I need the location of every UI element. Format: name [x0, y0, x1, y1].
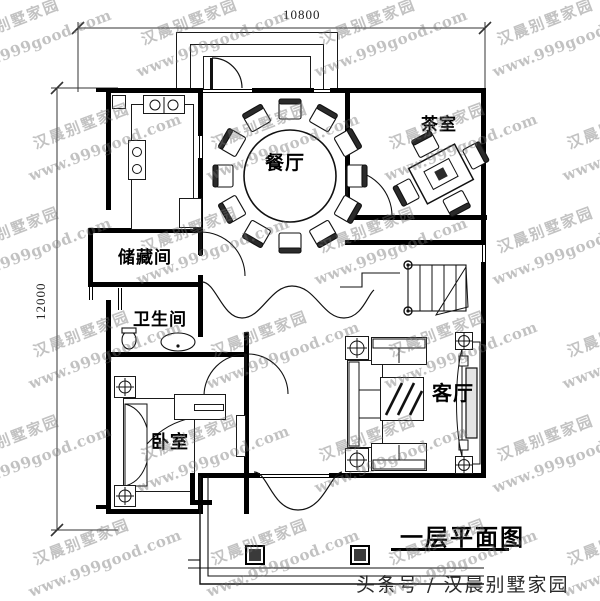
- kitchen-sink-basins: [149, 97, 179, 113]
- wall-bedroom-right: [244, 332, 249, 514]
- bathroom-door-jamb-a: [118, 288, 119, 310]
- watermark-brand: 汉晨别墅家园: [494, 203, 597, 257]
- exterior-wall-left-mid: [88, 232, 93, 286]
- bedroom-side-cabinet: [236, 415, 246, 457]
- room-label-dining: 餐厅: [265, 152, 306, 174]
- kitchen-stove-burners: [132, 147, 142, 174]
- wall-living-top: [345, 240, 486, 245]
- exterior-wall-bottom-notch: [198, 473, 260, 478]
- storage-door-swing: [199, 231, 246, 277]
- plan-title: 一层平面图: [400, 525, 525, 551]
- exterior-wall-right-lower: [481, 262, 486, 476]
- watermark-url: www.999good.com: [490, 421, 600, 497]
- watermark-brand: 汉晨别墅家园: [564, 307, 600, 361]
- bedroom-wardrobe: [174, 394, 226, 420]
- tea-table-set: [392, 131, 490, 217]
- window-top-left: [200, 89, 252, 90]
- exterior-wall-top-right: [330, 88, 486, 93]
- watermark-brand: 汉晨别墅家园: [494, 411, 597, 465]
- bedroom-door-swing: [203, 353, 247, 397]
- staircase: [340, 260, 469, 316]
- footer-attribution: 头条号 / 汉晨别墅家园: [356, 574, 570, 596]
- porch-step-wall: [190, 473, 195, 505]
- nightstand-top-lamp-icon: [116, 378, 134, 396]
- watermark-url: www.999good.com: [560, 317, 600, 393]
- wall-left-jog-top: [88, 228, 111, 233]
- kitchen-lower-counter: [179, 198, 202, 228]
- wall-kitchen-bottom: [106, 228, 203, 233]
- side-table-upper-left-icon: [347, 338, 367, 358]
- window-top-right: [314, 89, 330, 90]
- kitchen-cabinet-corner: [112, 95, 126, 109]
- arched-opening-hall-upper: [201, 281, 375, 319]
- bedroom-wardrobe-inner: [194, 404, 224, 411]
- kitchen-door-opening-b: [202, 136, 203, 158]
- kitchen-door-opening-a: [199, 136, 200, 158]
- bathroom-door-jamb-b: [121, 288, 122, 310]
- wall-stub-top-left: [96, 88, 111, 92]
- tv-corner-table-bottom-icon: [456, 457, 472, 473]
- exterior-wall-left-upper: [106, 88, 111, 210]
- exterior-wall-left-lower: [106, 300, 111, 514]
- watermark-brand: 汉晨别墅家园: [564, 99, 600, 153]
- arched-opening-hall-lower: [253, 471, 343, 511]
- window-right-b: [485, 240, 486, 262]
- window-left-b: [92, 286, 93, 300]
- wall-storage-bottom: [106, 282, 203, 287]
- dimension-line-top: [71, 21, 492, 92]
- wall-bathroom-right: [198, 287, 203, 337]
- entry-porch-door-swing: [210, 57, 243, 89]
- window-right-a: [482, 240, 483, 262]
- plan-title-underline: [391, 548, 509, 551]
- wall-stub-bottom-left: [96, 505, 111, 509]
- room-label-living: 客厅: [432, 381, 474, 405]
- nightstand-bottom-lamp-icon: [116, 487, 134, 505]
- bedroom-corridor-door-swing: [247, 353, 289, 395]
- watermark-url: www.999good.com: [490, 213, 600, 289]
- wall-kitchen-right-upper: [198, 88, 203, 136]
- wall-bathroom-bottom: [106, 352, 203, 357]
- wall-bedroom-top: [198, 352, 249, 357]
- porch-column-left-core: [249, 549, 261, 561]
- dimension-label-width: 10800: [283, 7, 321, 22]
- watermark-brand: 汉晨别墅家园: [564, 515, 600, 569]
- window-top-right-b: [314, 92, 330, 93]
- wash-basin-fixture: [160, 332, 196, 352]
- wall-tearoom-bottom: [345, 215, 487, 220]
- toilet-fixture: [121, 327, 137, 350]
- porch-column-right-core: [354, 549, 366, 561]
- window-bottom-b: [260, 477, 329, 478]
- coffee-table-hatch: [384, 382, 424, 416]
- sofa-two-seat-top-cushions: [372, 338, 426, 363]
- wall-kitchen-right-lower: [198, 158, 203, 232]
- tv-corner-table-top-icon: [456, 333, 472, 349]
- wall-storage-right-lower: [198, 275, 203, 287]
- room-label-bathroom: 卫生间: [133, 310, 187, 330]
- sofa-two-seat-bottom-cushions: [372, 445, 426, 470]
- window-left-a: [89, 286, 90, 300]
- dining-set: [212, 98, 368, 254]
- exterior-wall-top-left: [106, 88, 200, 93]
- window-bottom-a: [260, 474, 329, 475]
- porch-step-wall-h: [190, 500, 212, 505]
- exterior-wall-bottom-right: [329, 473, 486, 478]
- room-label-tea: 茶室: [421, 115, 457, 135]
- watermark-url: www.999good.com: [560, 109, 600, 185]
- room-label-storage: 储藏间: [118, 248, 172, 268]
- sofa-three-seat-cushions: [348, 361, 382, 447]
- wall-left-jog-bottom: [88, 282, 111, 287]
- front-porch-outline: [188, 476, 484, 585]
- window-top-left-b: [200, 92, 252, 93]
- tv-cabinet: [456, 341, 481, 465]
- exterior-wall-bottom-left: [106, 509, 202, 514]
- room-label-bedroom: 卧室: [151, 432, 189, 453]
- side-table-lower-left-icon: [347, 450, 367, 470]
- exterior-wall-top-mid: [252, 88, 314, 93]
